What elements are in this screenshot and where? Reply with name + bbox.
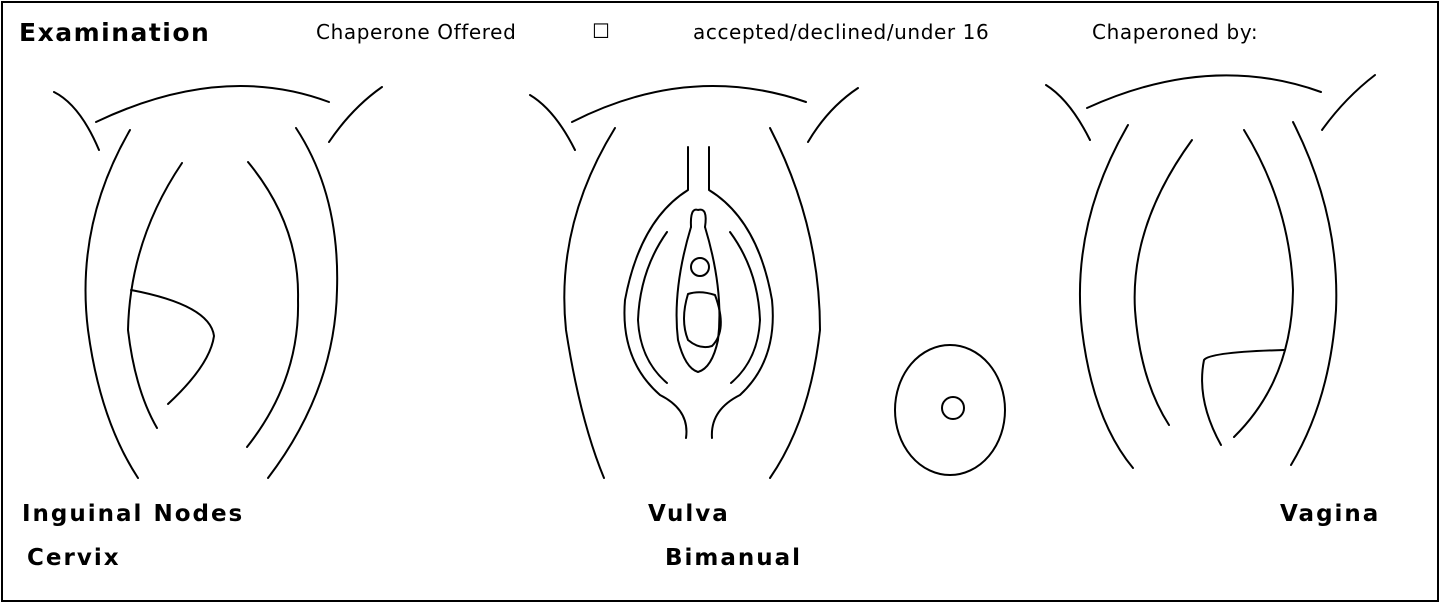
vagina-diagram[interactable]	[1046, 75, 1375, 468]
inguinal-nodes-label: Inguinal Nodes	[22, 503, 244, 526]
vulva-diagram[interactable]	[530, 86, 858, 478]
bimanual-diagram[interactable]	[895, 345, 1005, 475]
vagina-marking	[1202, 350, 1284, 445]
vulva-label: Vulva	[648, 503, 730, 526]
cervix-label: Cervix	[27, 547, 121, 570]
vagina-label: Vagina	[1280, 503, 1380, 526]
bimanual-label: Bimanual	[665, 547, 802, 570]
inguinal-node-marking	[131, 290, 214, 404]
inguinal-nodes-diagram[interactable]	[54, 86, 382, 478]
